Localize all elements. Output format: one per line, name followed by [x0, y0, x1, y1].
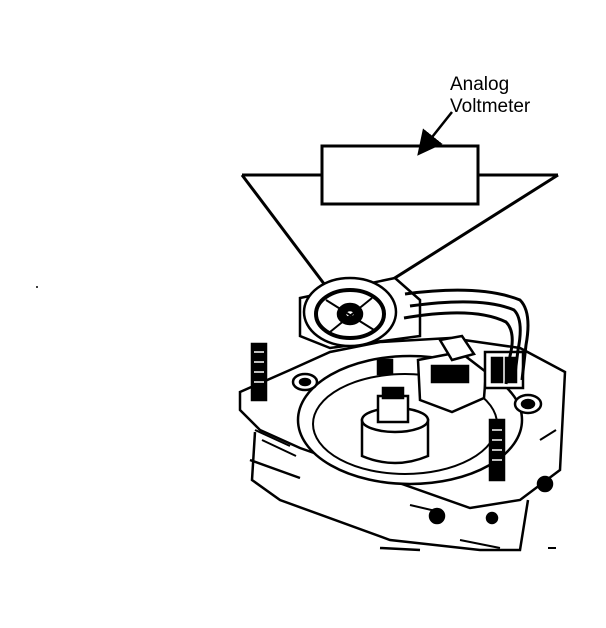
voltmeter-box	[320, 144, 480, 206]
callout-arrow	[417, 111, 453, 156]
stray-dot	[36, 286, 38, 288]
bolt-holes	[291, 372, 554, 525]
pickup-coil	[298, 276, 422, 350]
housing-shading	[254, 429, 557, 549]
callout-line-2: Voltmeter	[450, 96, 531, 117]
voltmeter-callout-label: Analog Voltmeter	[450, 74, 530, 118]
rotor-hub	[360, 386, 430, 465]
wiring-harness	[403, 288, 530, 385]
studs	[250, 342, 506, 482]
callout-line-1: Analog	[450, 74, 510, 95]
